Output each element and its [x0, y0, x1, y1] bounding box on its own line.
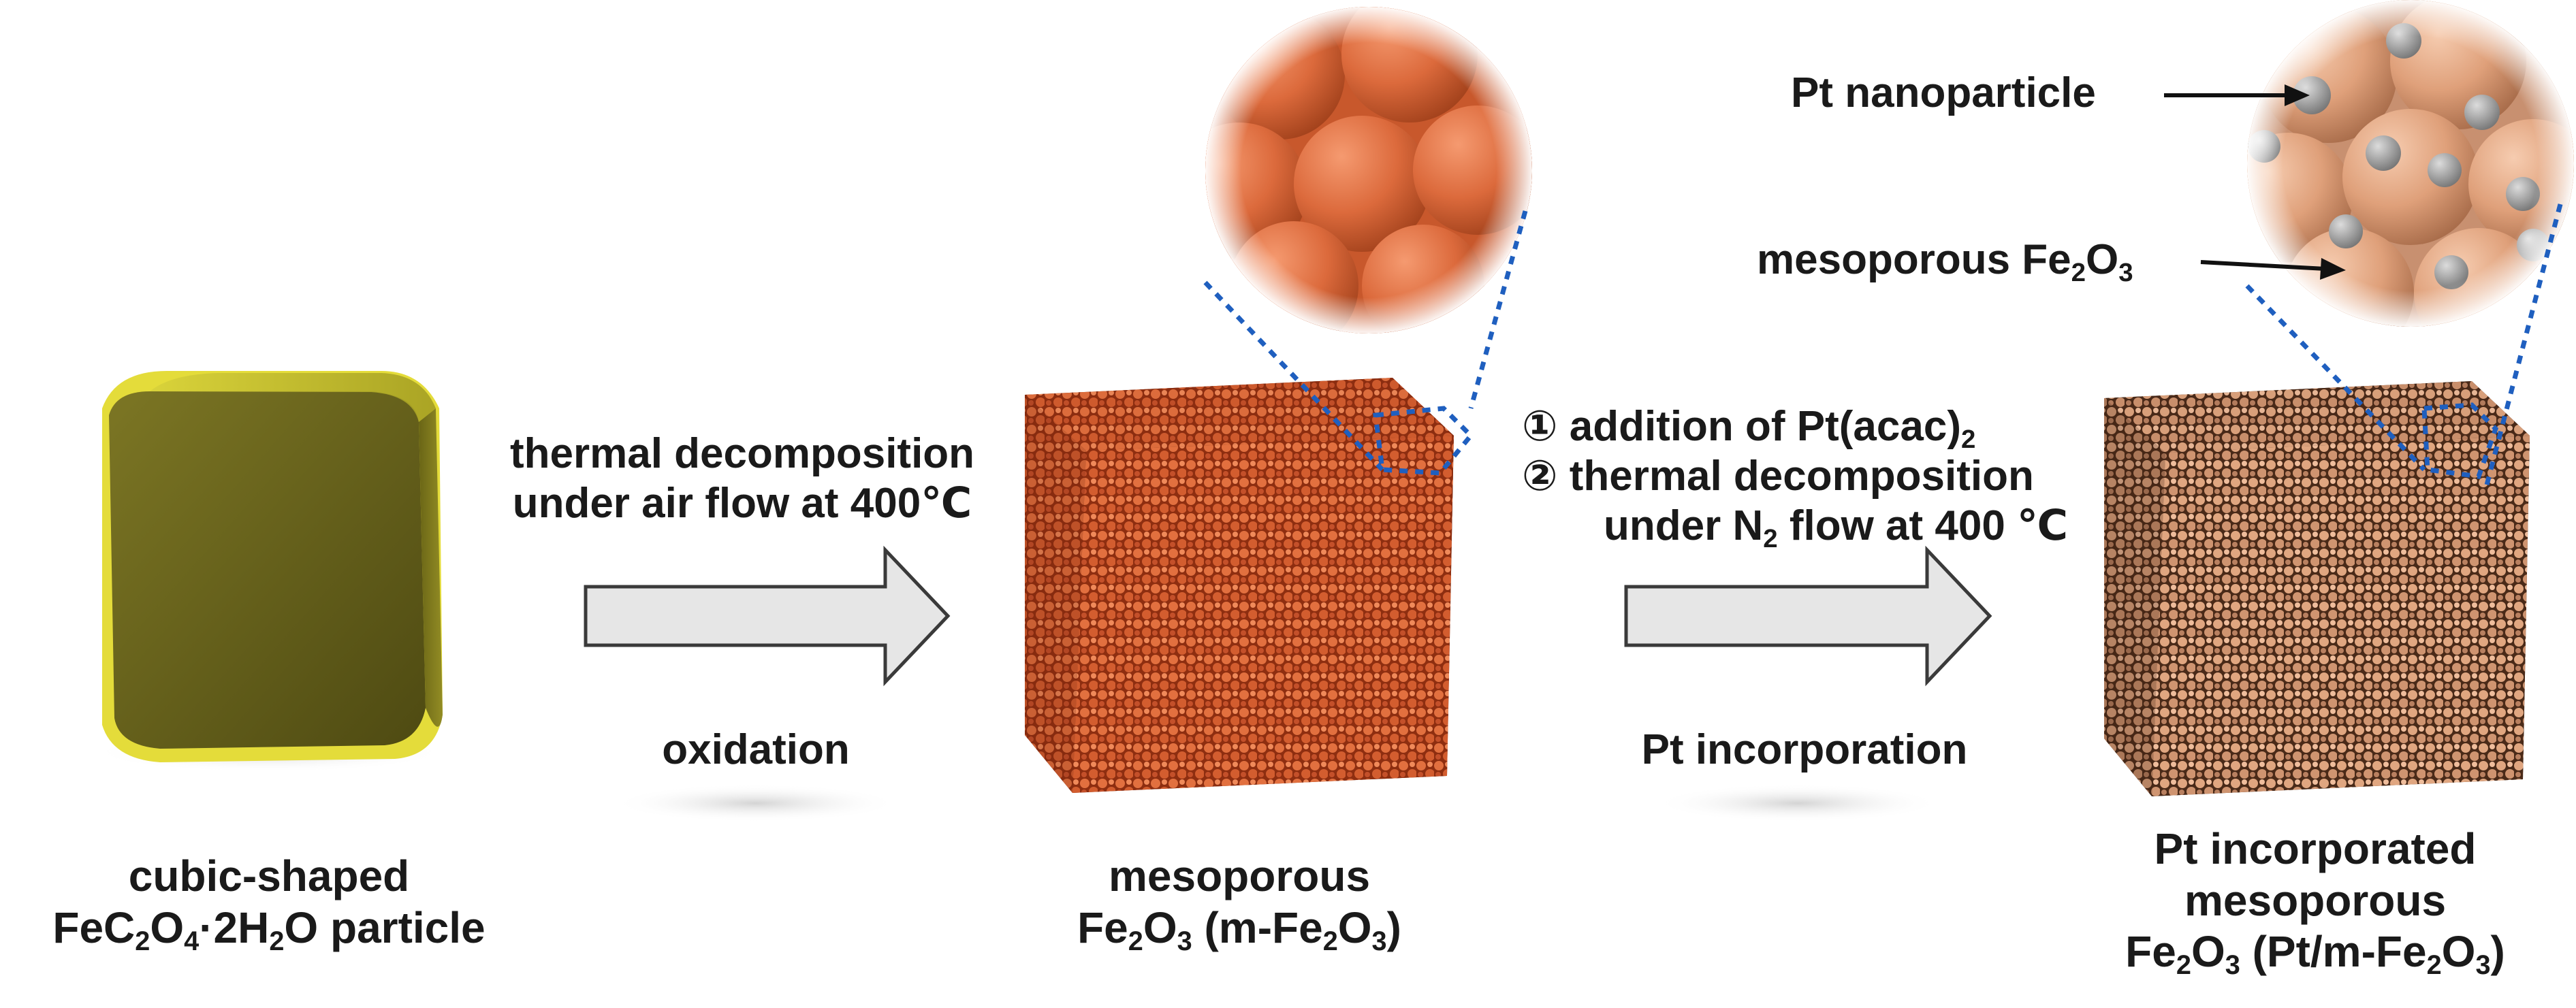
step1-line1: thermal decomposition — [509, 430, 975, 477]
precursor-label: cubic-shaped FeC2O4·2H2O particle — [0, 851, 538, 954]
pt-incorporation-arrow — [1624, 545, 1992, 822]
mesoporous-label-line2: Fe2O3 (m-Fe2O3) — [1077, 903, 1401, 956]
step2-item3: under N2 flow at 400 ℃ — [1604, 502, 2069, 554]
step2-item1: ① addition of Pt(acac)2 — [1522, 403, 1976, 454]
pt-mesoporous-label-line3: Fe2O3 (Pt/m-Fe2O3) — [2125, 927, 2505, 981]
precursor-label-line1: cubic-shaped — [128, 851, 410, 900]
mesoporous-fe2o3-cube — [1025, 378, 1454, 793]
pt-nanoparticle-callout: Pt nanoparticle — [1791, 69, 2096, 116]
pt-incorporation-label: Pt incorporation — [1641, 726, 1968, 773]
mesoporous-label: mesoporous Fe2O3 (m-Fe2O3) — [1021, 851, 1457, 954]
pt-mesoporous-label-line1: Pt incorporated — [2154, 824, 2477, 873]
precursor-cube — [92, 371, 446, 773]
oxidation-label: oxidation — [662, 726, 850, 773]
pt-mesoporous-label: Pt incorporated mesoporous Fe2O3 (Pt/m-F… — [2063, 824, 2567, 981]
precursor-label-line2: FeC2O4·2H2O particle — [52, 903, 486, 956]
callout-arrows — [2164, 84, 2346, 280]
mesoporous-fe2o3-callout: mesoporous Fe2O3 — [1757, 236, 2133, 287]
pt-mesoporous-label-line2: mesoporous — [2184, 875, 2447, 925]
step2-item2: ② thermal decomposition — [1522, 453, 2034, 500]
step2-conditions: ① addition of Pt(acac)2 ② thermal decomp… — [1522, 402, 2094, 554]
pt-mesoporous-fe2o3-cube — [2104, 381, 2530, 796]
step1-conditions: thermal decomposition under air flow at … — [490, 429, 994, 528]
oxidation-arrow — [584, 545, 951, 822]
step1-line2: under air flow at 400℃ — [512, 480, 972, 527]
mesoporous-label-line1: mesoporous — [1108, 851, 1371, 900]
